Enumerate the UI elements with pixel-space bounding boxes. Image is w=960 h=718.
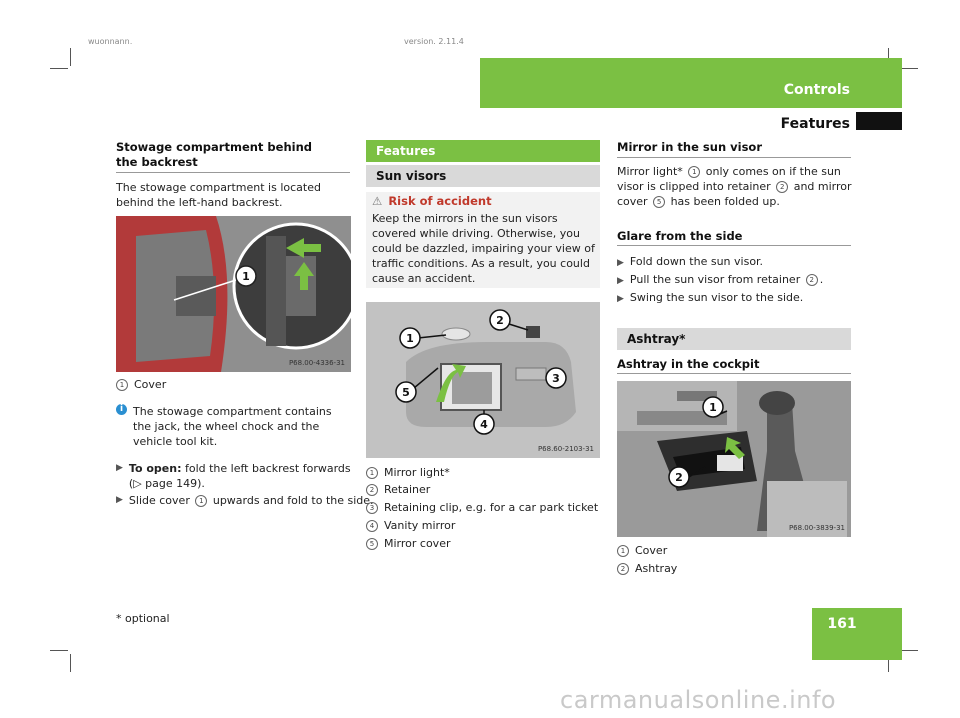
step-text: upwards and fold to the side. (212, 494, 374, 507)
legend-item: 5 Mirror cover (366, 536, 450, 551)
step-arrow-icon: ▶ (617, 258, 624, 268)
stowage-heading: Stowage compartment behind the backrest (116, 140, 313, 169)
crop-mark (900, 650, 918, 651)
callout-number: 2 (805, 274, 818, 286)
heading-rule (617, 245, 851, 246)
crop-mark (70, 654, 71, 672)
step-text: Slide cover (128, 494, 190, 507)
instruction-step: ▶Swing the sun visor to the side. (617, 291, 804, 304)
info-icon: i (116, 404, 127, 415)
ashtray-photo: 1 2 P68.00-3839-31 (617, 381, 851, 537)
ashtray-illustration: 1 2 (617, 381, 851, 537)
step-arrow-icon: ▶ (617, 276, 624, 286)
instruction-step: ▶ To open: fold the left backrest forwar… (116, 461, 352, 491)
step-arrow-icon: ▶ (617, 294, 624, 304)
warning-title: Risk of accident (388, 194, 492, 208)
callout-number: 2 (776, 181, 789, 193)
step-text: fold the left backrest forwards (184, 462, 351, 475)
heading-rule (617, 373, 851, 374)
print-meta-right: version. 2.11.4 (404, 37, 464, 44)
chapter-tab: Controls (480, 58, 902, 108)
svg-text:1: 1 (709, 401, 717, 414)
info-note: i The stowage compartment contains the j… (116, 404, 352, 449)
image-code: P68.60-2103-31 (537, 445, 594, 453)
callout-number: 5 (366, 538, 378, 550)
sun-visor-photo: 1 2 3 4 5 P68.60-2103-31 (366, 302, 600, 458)
footnote: * optional (116, 612, 170, 625)
legend-item: 4 Vanity mirror (366, 518, 455, 533)
stowage-illustration: 1 (116, 216, 351, 372)
crop-mark (888, 654, 889, 672)
step-label: To open: (128, 462, 182, 475)
legend-item: 1 Cover (116, 377, 166, 392)
chapter-tab-label: Controls (783, 82, 850, 98)
svg-text:1: 1 (406, 332, 414, 345)
crop-mark (900, 68, 918, 69)
stowage-photo: 1 P68.00-4336-31 (116, 216, 351, 372)
heading-rule (617, 157, 851, 158)
sun-visor-illustration: 1 2 3 4 5 (366, 302, 600, 458)
crop-mark (50, 68, 68, 69)
mirror-paragraph: Mirror light* 1 only comes on if the sun… (617, 165, 852, 208)
warning-text: Keep the mirrors in the sun visors cover… (372, 212, 595, 285)
callout-number: 1 (688, 166, 701, 178)
callout-number: 1 (116, 379, 128, 391)
heading-rule (116, 172, 350, 173)
watermark: carmanualsonline.info (560, 686, 837, 714)
legend-text: Mirror light* (384, 466, 450, 479)
section-marker (856, 112, 902, 130)
svg-text:4: 4 (480, 418, 488, 431)
sun-visors-bar: Sun visors (366, 165, 600, 187)
print-meta-left: wuonnann, (88, 37, 133, 44)
instruction-step: ▶Pull the sun visor from retainer 2. (617, 273, 824, 286)
glare-heading: Glare from the side (617, 229, 743, 243)
callout-number: 2 (617, 563, 629, 575)
image-code: P68.00-3839-31 (788, 524, 845, 532)
svg-text:5: 5 (402, 386, 410, 399)
legend-item: 3 Retaining clip, e.g. for a car park tic… (366, 500, 598, 515)
legend-text: Cover (635, 544, 668, 557)
image-code: P68.00-4336-31 (288, 359, 345, 367)
legend-item: 1 Mirror light* (366, 465, 450, 480)
callout-number: 5 (653, 196, 666, 208)
crop-mark (70, 48, 71, 66)
step-arrow-icon: ▶ (116, 463, 123, 473)
callout-number: 1 (366, 467, 378, 479)
legend-text: Retaining clip, e.g. for a car park tick… (384, 501, 599, 514)
page-number-box: 161 (812, 608, 902, 660)
legend-text: Mirror cover (384, 537, 451, 550)
instruction-step: ▶Fold down the sun visor. (617, 255, 764, 268)
callout-number: 1 (195, 495, 208, 507)
ashtray-heading: Ashtray in the cockpit (617, 357, 760, 371)
section-title: Features (780, 116, 850, 132)
legend-item: 1 Cover (617, 543, 667, 558)
crop-mark (888, 48, 889, 66)
svg-text:2: 2 (496, 314, 504, 327)
svg-text:2: 2 (675, 471, 683, 484)
legend-text: Vanity mirror (384, 519, 456, 532)
legend-text: Retainer (384, 483, 431, 496)
page-number: 161 (827, 616, 857, 632)
legend-item: 2 Retainer (366, 482, 430, 497)
info-text: The stowage compartment contains the jac… (133, 405, 332, 448)
instruction-step: ▶ Slide cover 1 upwards and fold to the … (116, 493, 374, 508)
callout-number: 4 (366, 520, 378, 532)
legend-text: Ashtray (635, 562, 678, 575)
crop-mark (50, 650, 68, 651)
page-reference[interactable]: (▷ page 149). (128, 477, 205, 490)
step-arrow-icon: ▶ (116, 495, 123, 505)
stowage-intro: The stowage compartment is located behin… (116, 181, 321, 209)
legend-item: 2 Ashtray (617, 561, 677, 576)
callout-number: 3 (366, 502, 378, 514)
callout-number: 2 (366, 484, 378, 496)
legend-text: Cover (134, 378, 167, 391)
callout-number: 1 (617, 545, 629, 557)
features-bar: Features (366, 140, 600, 162)
mirror-heading: Mirror in the sun visor (617, 140, 763, 154)
svg-text:1: 1 (242, 270, 250, 283)
warning-box: ⚠ Risk of accident Keep the mirrors in th… (366, 192, 600, 288)
svg-text:3: 3 (552, 372, 560, 385)
warning-icon: ⚠ (372, 194, 383, 208)
ashtray-bar: Ashtray* (617, 328, 851, 350)
